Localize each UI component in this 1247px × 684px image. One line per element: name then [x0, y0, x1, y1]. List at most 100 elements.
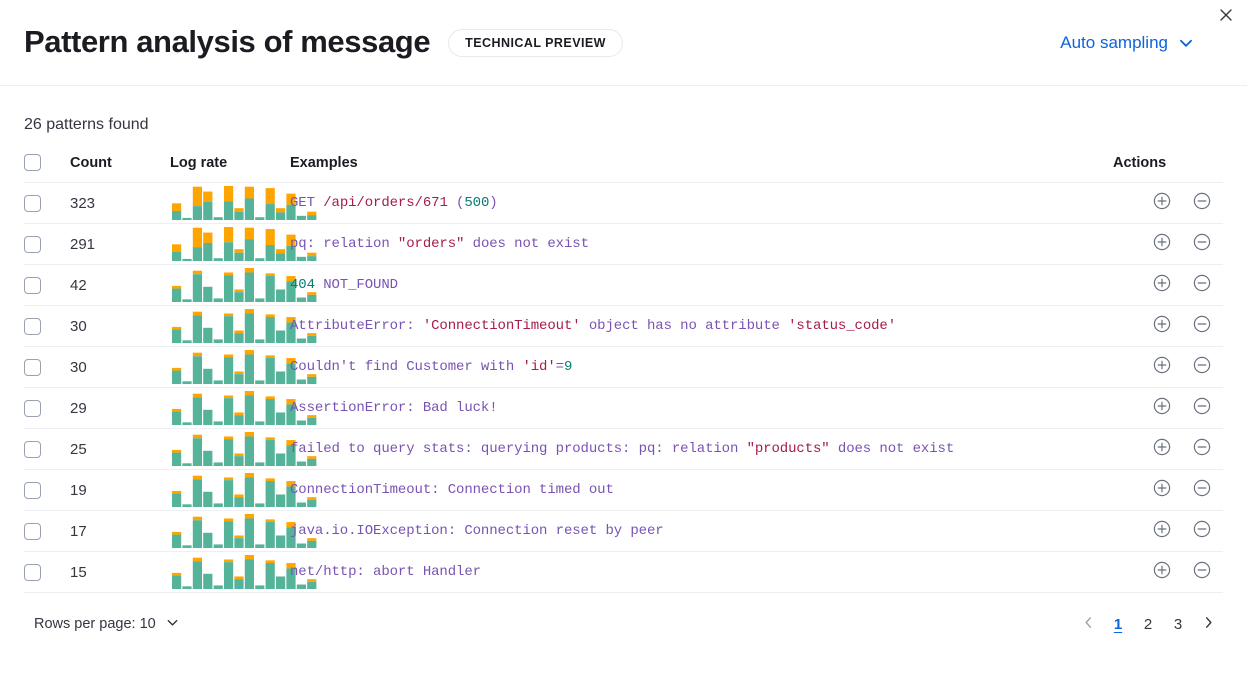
- pagination-page-3[interactable]: 3: [1173, 615, 1183, 633]
- filter-out-value-button[interactable]: [1191, 397, 1213, 419]
- row-example-message: java.io.IOException: Connection reset by…: [290, 523, 1113, 539]
- technical-preview-badge: TECHNICAL PREVIEW: [448, 28, 623, 57]
- row-count: 29: [70, 399, 87, 417]
- row-select-cell: [24, 224, 70, 265]
- pagination-previous[interactable]: [1073, 609, 1103, 639]
- row-checkbox[interactable]: [24, 317, 41, 335]
- row-checkbox[interactable]: [24, 481, 41, 499]
- row-checkbox[interactable]: [24, 276, 41, 294]
- filter-for-value-button[interactable]: [1151, 315, 1173, 337]
- row-log-rate-sparkline: [170, 183, 317, 224]
- filter-out-value-button[interactable]: [1191, 192, 1213, 214]
- column-header-examples[interactable]: Examples: [290, 154, 358, 171]
- filter-out-value-button[interactable]: [1191, 479, 1213, 501]
- filter-out-value-button[interactable]: [1191, 315, 1213, 337]
- message-token-num: 9: [563, 359, 573, 375]
- message-token-num: 404: [290, 277, 315, 293]
- row-checkbox[interactable]: [24, 194, 41, 212]
- rows-per-page-selector[interactable]: Rows per page: 10: [34, 615, 180, 634]
- filter-for-value-button[interactable]: [1151, 397, 1173, 419]
- row-log-rate-sparkline: [170, 224, 317, 265]
- row-select-cell: [24, 306, 70, 347]
- row-checkbox[interactable]: [24, 358, 41, 376]
- filter-out-value-button[interactable]: [1191, 438, 1213, 460]
- message-token-plain: Couldn't find Customer with: [290, 359, 523, 375]
- row-count: 15: [70, 563, 87, 581]
- row-checkbox[interactable]: [24, 563, 41, 581]
- filter-for-value-button[interactable]: [1151, 356, 1173, 378]
- filter-out-value-button[interactable]: [1191, 274, 1213, 296]
- close-button[interactable]: [1211, 2, 1241, 32]
- pagination-next[interactable]: [1193, 609, 1223, 639]
- message-token-num: 500: [464, 195, 490, 211]
- filter-for-value-button[interactable]: [1151, 274, 1173, 296]
- filter-for-value-button[interactable]: [1151, 561, 1173, 583]
- row-example-cell: Couldn't find Customer with 'id'=9: [290, 347, 1113, 388]
- flyout-body: 26 patterns found Count Log rate Example…: [0, 86, 1247, 593]
- filter-for-value-button[interactable]: [1151, 479, 1173, 501]
- row-count: 42: [70, 276, 87, 294]
- close-icon: [1218, 7, 1234, 28]
- column-header-log-rate[interactable]: Log rate: [170, 154, 228, 171]
- filter-out-value-button[interactable]: [1191, 356, 1213, 378]
- minus-in-circle-icon: [1192, 396, 1212, 421]
- filter-for-value-button[interactable]: [1151, 192, 1173, 214]
- row-select-cell: [24, 470, 70, 511]
- row-example-cell: GET /api/orders/671 (500): [290, 183, 1113, 224]
- column-header-count[interactable]: Count: [70, 154, 112, 171]
- filter-out-value-button[interactable]: [1191, 561, 1213, 583]
- filter-for-value-button[interactable]: [1151, 438, 1173, 460]
- message-token-plain: AttributeError:: [290, 318, 423, 334]
- filter-out-value-button[interactable]: [1191, 233, 1213, 255]
- row-select-cell: [24, 429, 70, 470]
- row-example-message: AssertionError: Bad luck!: [290, 400, 1113, 416]
- minus-in-circle-icon: [1192, 355, 1212, 380]
- flyout-footer: Rows per page: 10 1 2 3: [0, 593, 1247, 639]
- plus-in-circle-icon: [1152, 396, 1172, 421]
- filter-for-value-button[interactable]: [1151, 520, 1173, 542]
- row-select-cell: [24, 552, 70, 593]
- plus-in-circle-icon: [1152, 232, 1172, 257]
- row-example-message: pq: relation "orders" does not exist: [290, 236, 1113, 252]
- row-checkbox[interactable]: [24, 399, 41, 417]
- pagination-page-2[interactable]: 2: [1143, 615, 1153, 633]
- row-checkbox[interactable]: [24, 440, 41, 458]
- row-log-rate-sparkline: [170, 470, 317, 511]
- message-token-plain: object has no attribute: [580, 318, 789, 334]
- table-row[interactable]: 29 AssertionError: Bad luck!: [24, 388, 1223, 429]
- minus-in-circle-icon: [1192, 273, 1212, 298]
- chevron-down-icon: [165, 615, 180, 634]
- row-checkbox[interactable]: [24, 235, 41, 253]
- message-token-var: /api/orders/671: [323, 195, 448, 211]
- row-actions-cell: [1113, 429, 1223, 470]
- row-example-cell: AssertionError: Bad luck!: [290, 388, 1113, 429]
- plus-in-circle-icon: [1152, 437, 1172, 462]
- minus-in-circle-icon: [1192, 191, 1212, 216]
- message-token-var: "products": [746, 441, 830, 457]
- plus-in-circle-icon: [1152, 314, 1172, 339]
- row-log-rate-sparkline: [170, 511, 317, 552]
- message-token-plain: java.io.IOException: Connection reset by…: [290, 523, 664, 539]
- flyout-header: Pattern analysis of message TECHNICAL PR…: [0, 0, 1247, 86]
- select-all-checkbox[interactable]: [24, 154, 41, 171]
- row-checkbox[interactable]: [24, 522, 41, 540]
- pagination-page-1[interactable]: 1: [1113, 615, 1123, 633]
- filter-out-value-button[interactable]: [1191, 520, 1213, 542]
- row-select-cell: [24, 265, 70, 306]
- row-actions-cell: [1113, 183, 1223, 224]
- filter-for-value-button[interactable]: [1151, 233, 1173, 255]
- row-log-rate-sparkline: [170, 429, 317, 470]
- row-example-cell: AttributeError: 'ConnectionTimeout' obje…: [290, 306, 1113, 347]
- row-actions-cell: [1113, 470, 1223, 511]
- auto-sampling-dropdown[interactable]: Auto sampling: [1060, 33, 1195, 53]
- pagination: 1 2 3: [1073, 609, 1223, 639]
